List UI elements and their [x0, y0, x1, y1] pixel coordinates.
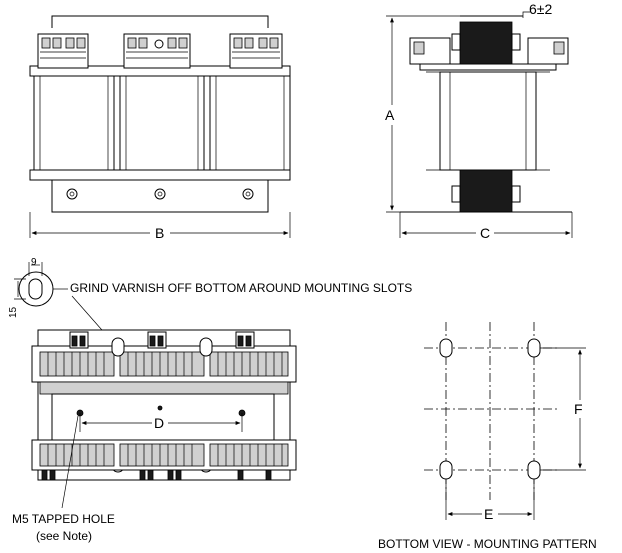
front-bolts: [66, 188, 254, 200]
tapped-hole-note: M5 TAPPED HOLE: [12, 512, 115, 526]
grind-note: GRIND VARNISH OFF BOTTOM AROUND MOUNTING…: [70, 281, 412, 295]
dim-top-label: 6±2: [529, 1, 552, 17]
front-coils: [33, 75, 291, 171]
dim-c-label: C: [480, 225, 490, 241]
dim-f-label: F: [574, 401, 583, 417]
slot-width-label: 9: [31, 257, 37, 268]
front-terminal-group-1: [37, 33, 89, 69]
mounting-pattern: F E BOTTOM VIEW - MOUNTING PATTERN: [378, 322, 597, 551]
dim-b-label: B: [155, 225, 164, 241]
slot-height-label: 15: [8, 306, 19, 318]
bottom-view: D M5 TAPPED HOLE (see Note): [12, 329, 297, 543]
see-note: (see Note): [36, 529, 92, 543]
front-terminal-group-2: [123, 33, 191, 69]
front-terminal-group-3: [229, 33, 283, 69]
front-view: B: [29, 15, 291, 241]
bottom-terminals-bottom: [39, 443, 289, 481]
bottom-terminals-top: [39, 331, 289, 377]
dim-d-label: D: [154, 415, 164, 431]
bottom-view-caption: BOTTOM VIEW - MOUNTING PATTERN: [378, 537, 597, 551]
side-view: 6±2 A C: [385, 1, 573, 241]
dim-e-label: E: [484, 506, 493, 522]
dim-a-label: A: [385, 107, 395, 123]
